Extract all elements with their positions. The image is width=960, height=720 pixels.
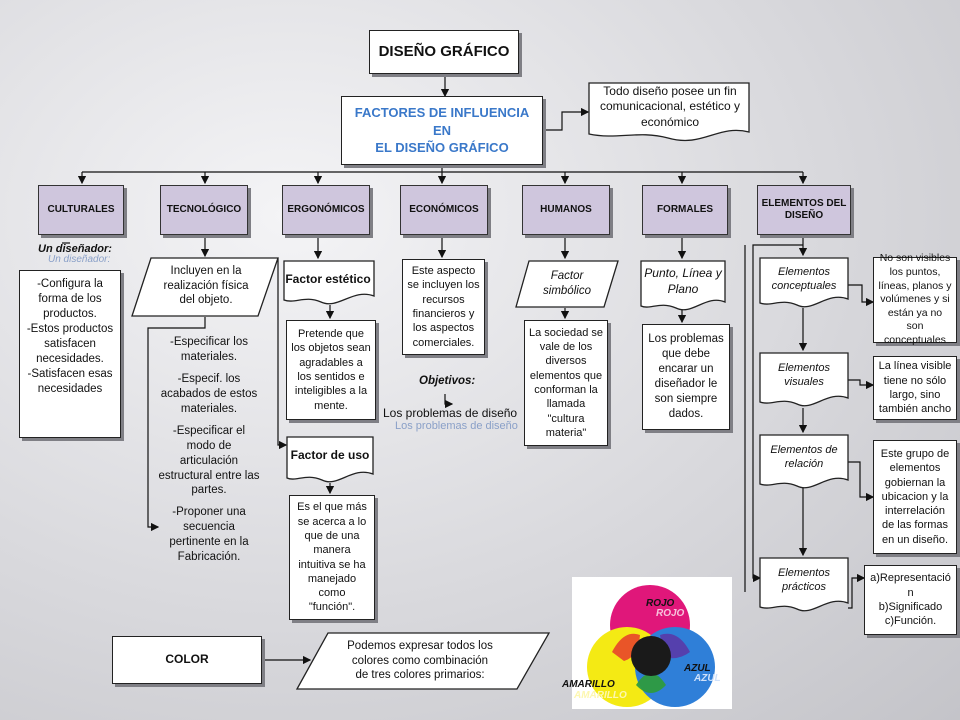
humanos-body-text: La sociedad se vale de los diversos elem… — [529, 326, 603, 439]
economicos-body: Este aspecto se incluyen los recursos fi… — [402, 259, 485, 355]
color-body-text: Podemos expresar todos los colores como … — [347, 639, 493, 682]
relacion-desc-text: Este grupo de elementos gobiernan la ubi… — [880, 447, 950, 546]
humanos-parallelogram — [515, 260, 619, 308]
color-venn-diagram: ROJO ROJO AZUL AZUL AMARILLO AMARILLO — [562, 577, 732, 709]
venn-center — [631, 636, 671, 676]
formales-document-shape — [640, 260, 726, 311]
factores-heading: FACTORES DE INFLUENCIA EN EL DISEÑO GRÁF… — [346, 104, 538, 157]
conceptuales-desc-text: No son visibles los puntos, líneas, plan… — [878, 252, 952, 347]
uso-document-shape — [286, 436, 374, 483]
category-formales: FORMALES — [642, 185, 728, 235]
tecnologico-item: -Especif. los acabados de estos material… — [160, 372, 258, 415]
problemas-text-shadow: Los problemas de diseño — [395, 420, 518, 432]
formales-para-text: Punto, Línea y Plano — [644, 266, 722, 296]
visuales-desc: La línea visible tiene no sólo largo, si… — [873, 356, 957, 420]
humanos-para-text: Factor simbólico — [543, 270, 591, 297]
venn-label-amarillo: AMARILLO — [562, 679, 615, 690]
venn-label-rojo-shadow: ROJO — [656, 608, 685, 619]
factores-line-2: EL DISEÑO GRÁFICO — [375, 140, 509, 156]
category-economicos: ECONÓMICOS — [400, 185, 488, 235]
elementos-visuales-shape — [759, 352, 849, 407]
elementos-conceptuales-shape — [759, 257, 849, 308]
color-parallelogram — [295, 632, 551, 690]
note-text: Todo diseño posee un fin comunicacional,… — [599, 83, 741, 129]
estetico-body: Pretende que los objetos sean agradables… — [286, 320, 376, 420]
venn-circles — [587, 585, 715, 707]
practicos-desc-text: a)Representació n b)Significado c)Funció… — [870, 572, 951, 628]
estetico-document-shape — [283, 260, 375, 305]
relacion-desc: Este grupo de elementos gobiernan la ubi… — [873, 440, 957, 554]
culturales-label: Un diseñador: — [38, 243, 112, 255]
category-humanos: HUMANOS — [522, 185, 610, 235]
culturales-body: -Configura la forma de los productos. -E… — [19, 270, 121, 438]
note-document-shape — [588, 82, 750, 142]
conceptuales-desc: No son visibles los puntos, líneas, plan… — [873, 252, 957, 346]
elementos-relacion-shape — [759, 434, 849, 489]
category-tecnologico: TECNOLÓGICO — [160, 185, 248, 235]
economicos-body-text: Este aspecto se incluyen los recursos fi… — [407, 265, 480, 349]
factores-box: FACTORES DE INFLUENCIA EN EL DISEÑO GRÁF… — [341, 96, 543, 165]
culturales-label-shadow: Un diseñador: — [48, 254, 111, 265]
category-elementos: ELEMENTOS DEL DISEÑO — [757, 185, 851, 235]
formales-body-text: Los problemas que debe encarar un diseña… — [648, 333, 724, 420]
category-ergonomicos: ERGONÓMICOS — [282, 185, 370, 235]
uso-body-text: Es el que más se acerca a lo que de una … — [297, 501, 367, 614]
color-box: COLOR — [112, 636, 262, 684]
venn-label-rojo: ROJO — [646, 598, 675, 609]
venn-label-amarillo-shadow: AMARILLO — [574, 690, 627, 701]
estetico-body-text: Pretende que los objetos sean agradables… — [291, 328, 371, 412]
tecnologico-items: -Especificar los materiales. -Especif. l… — [158, 335, 260, 565]
venn-label-azul-shadow: AZUL — [694, 673, 721, 684]
elementos-practicos-shape — [759, 557, 849, 612]
page-title: DISEÑO GRÁFICO — [378, 43, 510, 61]
tecnologico-para-text: Incluyen en la realización física del ob… — [163, 264, 249, 307]
formales-body: Los problemas que debe encarar un diseña… — [642, 324, 730, 430]
venn-label-azul: AZUL — [684, 663, 711, 674]
factores-line-1: FACTORES DE INFLUENCIA EN — [354, 105, 530, 138]
uso-title: Factor de uso — [290, 448, 370, 463]
elementos-conceptuales-label: Elementos conceptuales — [771, 265, 837, 292]
title-box: DISEÑO GRÁFICO — [369, 30, 519, 74]
objetivos-label: Objetivos: — [419, 375, 476, 387]
category-culturales: CULTURALES — [38, 185, 124, 235]
elementos-practicos-label: Elementos prácticos — [778, 566, 830, 593]
estetico-title: Factor estético — [285, 272, 371, 287]
practicos-desc: a)Representació n b)Significado c)Funció… — [864, 565, 957, 635]
uso-body: Es el que más se acerca a lo que de una … — [289, 495, 375, 620]
tecnologico-item: -Especificar el modo de articulación est… — [158, 424, 260, 497]
elementos-relacion-label: Elementos de relación — [770, 443, 838, 470]
culturales-body-text: -Configura la forma de los productos. -E… — [26, 278, 114, 395]
visuales-desc-text: La línea visible tiene no sólo largo, si… — [878, 360, 952, 416]
venn-overlap-yb — [636, 673, 666, 693]
humanos-body: La sociedad se vale de los diversos elem… — [524, 320, 608, 446]
elementos-visuales-label: Elementos visuales — [778, 361, 830, 388]
problemas-text: Los problemas de diseño — [383, 406, 518, 420]
tecnologico-item: -Proponer una secuencia pertinente en la… — [169, 506, 249, 564]
color-label: COLOR — [165, 652, 209, 667]
tecnologico-parallelogram — [131, 257, 279, 317]
tecnologico-item: -Especificar los materiales. — [170, 336, 248, 363]
